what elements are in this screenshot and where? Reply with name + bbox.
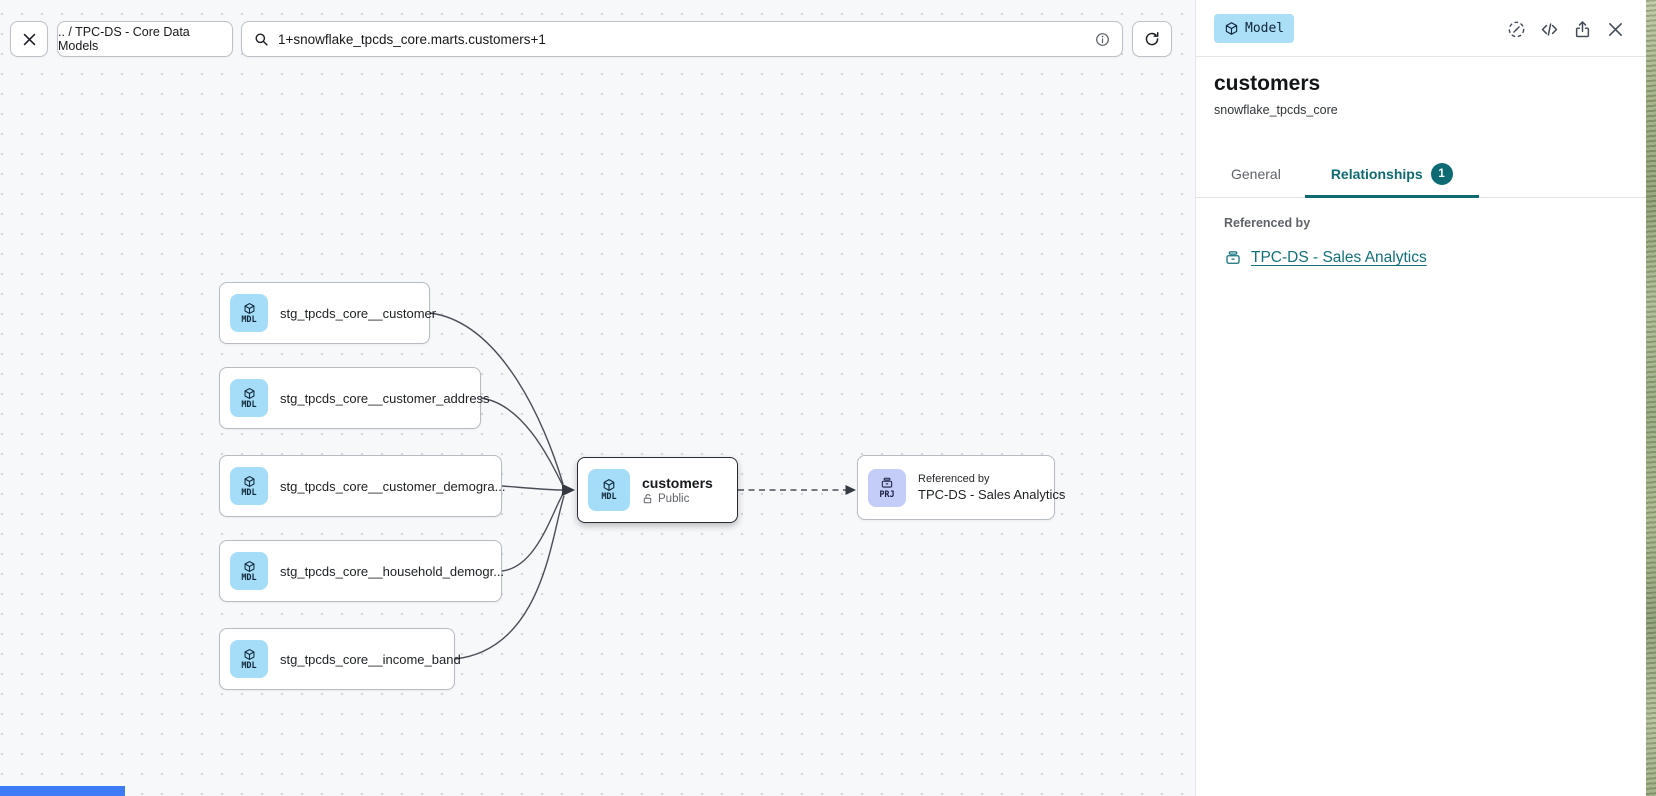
node-label: stg_tpcds_core__customer	[280, 306, 436, 321]
compass-icon	[1506, 19, 1527, 40]
access-label: Public	[658, 493, 689, 505]
project-drawer-icon	[880, 476, 894, 490]
cube-icon	[602, 478, 616, 492]
model-chip: MDL	[230, 467, 268, 505]
lineage-node-stg-income-band[interactable]: MDL stg_tpcds_core__income_band	[219, 628, 455, 690]
explore-button[interactable]	[1505, 18, 1527, 40]
panel-header-actions	[1505, 18, 1626, 40]
reference-node-label: TPC-DS - Sales Analytics	[918, 487, 1065, 502]
model-chip: MDL	[230, 640, 268, 678]
breadcrumb-label: .. / TPC-DS - Core Data Models	[58, 25, 232, 53]
selected-node-access: Public	[642, 493, 713, 505]
project-drawer-icon	[1224, 249, 1242, 267]
refresh-icon	[1143, 30, 1161, 48]
bottom-left-accent-bar	[0, 786, 125, 796]
code-icon	[1539, 19, 1560, 40]
close-panel-button[interactable]	[1604, 18, 1626, 40]
node-type-label: PRJ	[879, 490, 894, 500]
tab-general[interactable]: General	[1214, 150, 1298, 198]
cube-icon	[243, 475, 256, 488]
reference-node-eyebrow: Referenced by	[918, 473, 1065, 485]
node-type-label: MDL	[241, 573, 256, 583]
selected-node-title: customers	[642, 475, 713, 491]
breadcrumb[interactable]: .. / TPC-DS - Core Data Models	[57, 21, 233, 57]
cube-icon	[243, 648, 256, 661]
tab-general-label: General	[1231, 166, 1281, 182]
cube-icon	[243, 302, 256, 315]
project-chip: PRJ	[868, 469, 906, 507]
model-chip: MDL	[230, 552, 268, 590]
lineage-selector-input[interactable]	[270, 22, 1094, 56]
lineage-canvas[interactable]: MDL stg_tpcds_core__customer MDL stg_tpc…	[0, 0, 1195, 796]
node-type-label: MDL	[601, 492, 616, 502]
info-icon[interactable]	[1094, 31, 1111, 48]
panel-tabs: General Relationships 1	[1214, 150, 1479, 198]
referenced-by-project-link[interactable]: TPC-DS - Sales Analytics	[1224, 249, 1427, 267]
resource-type-label: Model	[1245, 21, 1284, 36]
node-label: stg_tpcds_core__household_demogr...	[280, 564, 504, 579]
referenced-by-project-label: TPC-DS - Sales Analytics	[1251, 249, 1427, 267]
relationships-count-badge: 1	[1431, 163, 1453, 185]
resource-type-badge: Model	[1214, 14, 1294, 43]
close-lineage-button[interactable]	[10, 21, 48, 57]
lineage-node-stg-customer-demographics[interactable]: MDL stg_tpcds_core__customer_demogra...	[219, 455, 502, 517]
node-label: stg_tpcds_core__customer_demogra...	[280, 479, 505, 494]
lineage-node-referencing-project[interactable]: PRJ Referenced by TPC-DS - Sales Analyti…	[857, 455, 1055, 520]
lineage-edges	[0, 0, 1195, 796]
lineage-node-customers-selected[interactable]: MDL customers Public	[577, 457, 738, 523]
panel-subtitle: snowflake_tpcds_core	[1214, 103, 1338, 117]
search-icon	[253, 31, 270, 48]
model-chip: MDL	[588, 469, 630, 511]
node-type-label: MDL	[241, 400, 256, 410]
lineage-selector-bar	[241, 21, 1123, 57]
tab-relationships-label: Relationships	[1331, 166, 1423, 182]
view-code-button[interactable]	[1538, 18, 1560, 40]
lineage-node-stg-customer[interactable]: MDL stg_tpcds_core__customer	[219, 282, 430, 344]
desktop-wallpaper-sliver	[1646, 0, 1656, 796]
node-type-label: MDL	[241, 661, 256, 671]
node-label: stg_tpcds_core__customer_address	[280, 391, 490, 406]
node-type-label: MDL	[241, 315, 256, 325]
referenced-by-heading: Referenced by	[1224, 216, 1310, 230]
node-type-label: MDL	[241, 488, 256, 498]
panel-title: customers	[1214, 72, 1320, 96]
tab-relationships[interactable]: Relationships 1	[1305, 150, 1479, 198]
close-icon	[1605, 19, 1626, 40]
node-label: stg_tpcds_core__income_band	[280, 652, 461, 667]
reference-node-text: Referenced by TPC-DS - Sales Analytics	[918, 473, 1065, 502]
share-icon	[1572, 19, 1593, 40]
model-chip: MDL	[230, 294, 268, 332]
selected-node-text: customers Public	[642, 475, 713, 505]
details-panel-header: Model	[1196, 0, 1646, 57]
cube-icon	[243, 387, 256, 400]
cube-icon	[243, 560, 256, 573]
close-icon	[21, 31, 38, 48]
lineage-node-stg-household-demographics[interactable]: MDL stg_tpcds_core__household_demogr...	[219, 540, 502, 602]
share-button[interactable]	[1571, 18, 1593, 40]
refresh-lineage-button[interactable]	[1132, 21, 1172, 57]
unlock-icon	[642, 493, 654, 505]
model-chip: MDL	[230, 379, 268, 417]
cube-icon	[1224, 21, 1239, 36]
details-panel: Model customers snowflake_tpcds_core	[1195, 0, 1646, 796]
lineage-node-stg-customer-address[interactable]: MDL stg_tpcds_core__customer_address	[219, 367, 481, 429]
